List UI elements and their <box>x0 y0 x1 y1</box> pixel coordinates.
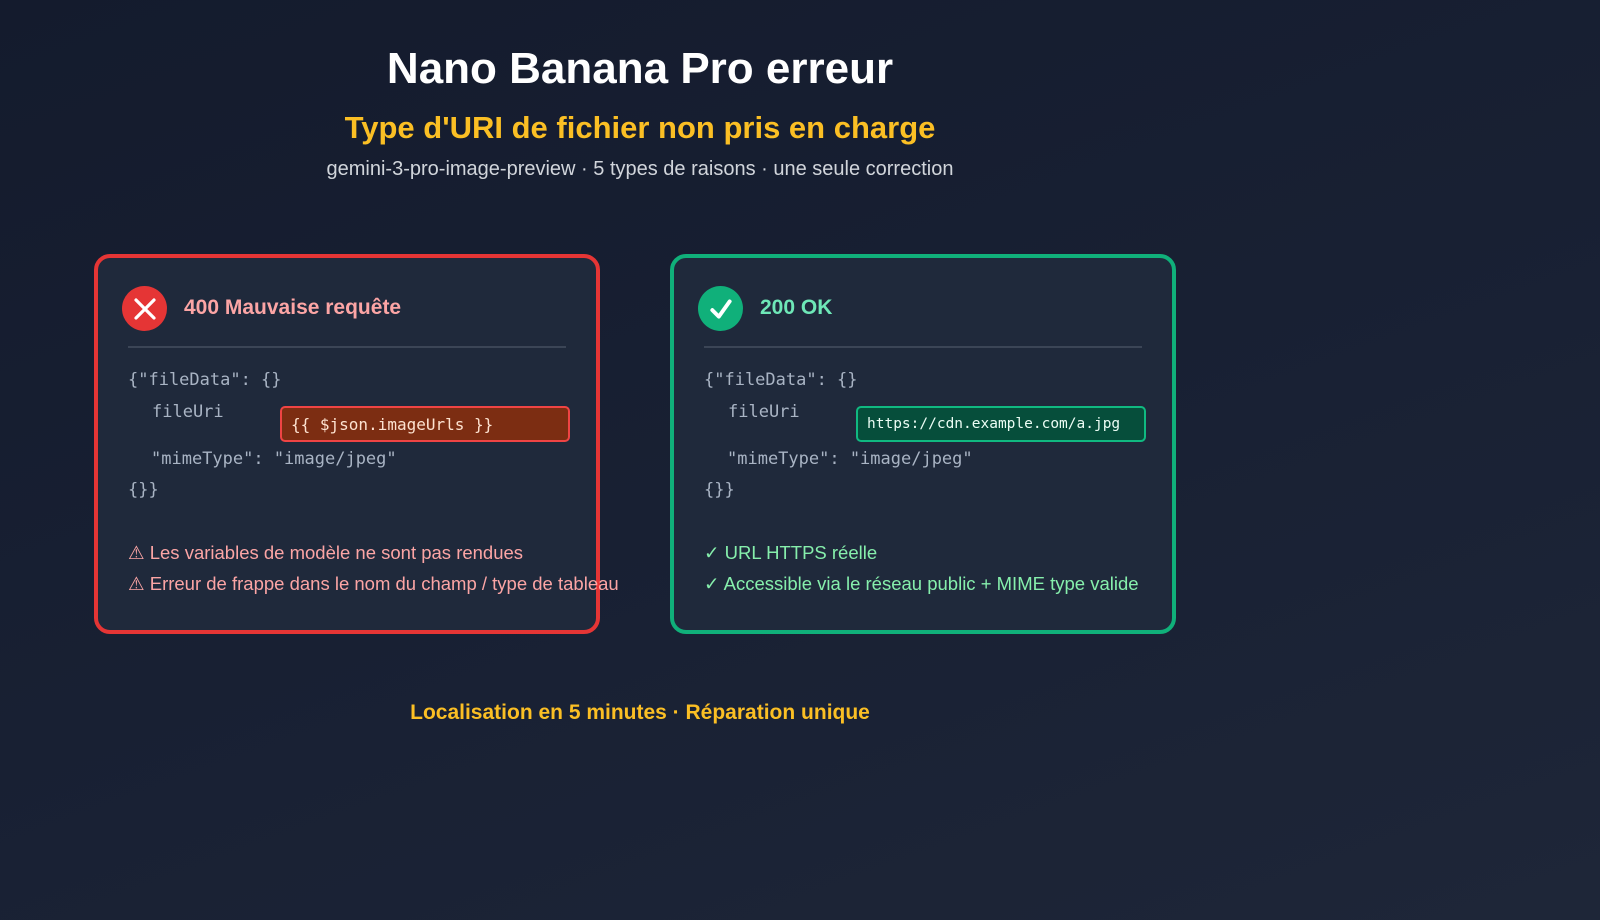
code-line: "mimeType": "image/jpeg" <box>727 449 973 469</box>
success-card: 200 OK {"fileData": {} fileUri https://c… <box>670 254 1176 634</box>
code-line: "mimeType": "image/jpeg" <box>151 449 397 469</box>
divider <box>128 346 566 348</box>
divider <box>704 346 1142 348</box>
check-circle-icon <box>698 286 743 331</box>
warning-note: ⚠ Erreur de frappe dans le nom du champ … <box>128 573 619 594</box>
code-line: {}} <box>128 480 159 500</box>
check-note: ✓ Accessible via le réseau public + MIME… <box>704 573 1139 594</box>
page-title: Nano Banana Pro erreur <box>386 44 894 93</box>
invalid-uri-field: {{ $json.imageUrls }} <box>280 406 570 442</box>
valid-uri-field: https://cdn.example.com/a.jpg <box>856 406 1146 442</box>
x-circle-icon <box>122 286 167 331</box>
code-line: {"fileData": {} <box>704 370 858 390</box>
page-subtitle: Type d'URI de fichier non pris en charge <box>344 110 936 145</box>
error-card: 400 Mauvaise requête {"fileData": {} fil… <box>94 254 619 634</box>
footer-tagline: Localisation en 5 minutes · Réparation u… <box>410 701 870 724</box>
warning-note: ⚠ Les variables de modèle ne sont pas re… <box>128 542 524 563</box>
field-label: fileUri <box>152 402 224 422</box>
check-note: ✓ URL HTTPS réelle <box>704 542 878 563</box>
success-status: 200 OK <box>760 296 833 319</box>
code-line: {"fileData": {} <box>128 370 282 390</box>
field-label: fileUri <box>728 402 800 422</box>
code-line: {}} <box>704 480 735 500</box>
meta-line: gemini-3-pro-image-preview · 5 types de … <box>326 158 954 180</box>
error-status: 400 Mauvaise requête <box>184 296 402 319</box>
